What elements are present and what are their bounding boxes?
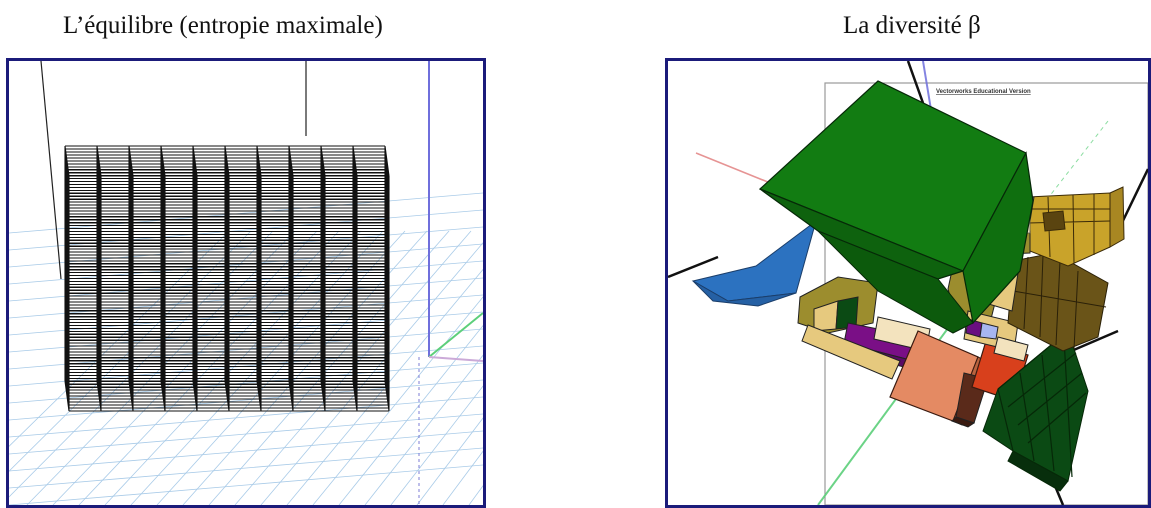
block-green-main xyxy=(758,80,1034,334)
black-edge-line xyxy=(906,61,925,104)
green-axis-line xyxy=(817,300,969,505)
equilibrium-viewport xyxy=(6,58,486,508)
block-tan-long xyxy=(801,324,901,380)
left-caption: L’équilibre (entropie maximale) xyxy=(63,12,383,39)
watermark-text: Vectorworks Educational Version xyxy=(936,89,1031,95)
block-olive-lower xyxy=(797,276,879,334)
beta-diversity-scene: Vectorworks Educational Version xyxy=(668,61,1148,505)
entropy-lattice-cube xyxy=(64,145,390,412)
right-caption: La diversité β xyxy=(843,12,981,39)
black-edge-line xyxy=(668,255,719,279)
equilibrium-scene xyxy=(9,61,483,505)
lattice-lines xyxy=(64,145,390,412)
block-blue xyxy=(691,219,817,307)
vertical-guide-line xyxy=(40,61,62,280)
y-axis-line xyxy=(428,312,483,358)
block-dark-green xyxy=(982,330,1089,492)
beta-diversity-viewport: Vectorworks Educational Version xyxy=(665,58,1151,508)
x-axis-line xyxy=(428,356,483,362)
